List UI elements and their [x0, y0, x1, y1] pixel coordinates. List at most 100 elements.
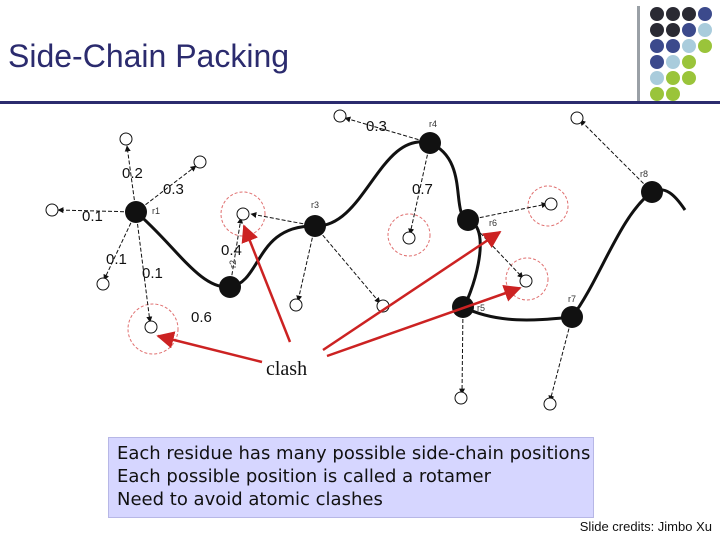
decor-dot [666, 87, 680, 101]
decor-dot [650, 87, 664, 101]
residue-node-r4 [419, 132, 441, 154]
residue-label: r1 [152, 206, 160, 216]
atom-circle [119, 132, 133, 146]
rotamer-arrow [250, 212, 316, 227]
rotamer-arrow [459, 306, 466, 395]
residue-node-r8 [641, 181, 663, 203]
clash-arrow [241, 224, 292, 343]
residue-label: r5 [477, 303, 485, 313]
rotamer-arrow [467, 219, 524, 279]
rotamer-arrow [408, 142, 431, 235]
rotamer-arrow [103, 211, 137, 281]
residue-label: r3 [311, 200, 319, 210]
atom-circle [333, 109, 347, 123]
probability-label: 0.3 [163, 181, 184, 198]
probability-label: 0.2 [122, 165, 143, 182]
decor-dot [650, 23, 664, 37]
decor-dot [682, 7, 696, 21]
rotamer-ring [220, 191, 266, 237]
residue-node-r1 [125, 201, 147, 223]
dot-row-1 [650, 7, 712, 21]
rotamer-ring [527, 185, 569, 227]
probability-label: 0.7 [412, 181, 433, 198]
decor-dot [650, 39, 664, 53]
clash-arrows [156, 224, 522, 364]
side-chain-diagram: r1 r2 r3 r4 r5 r6 r7 r8 0.3 0.2 0.3 0.7 … [45, 109, 687, 411]
residue-node-r2 [219, 276, 241, 298]
residue-nodes [125, 132, 663, 328]
rotamer-arrow [579, 119, 653, 193]
decor-dot [682, 23, 696, 37]
probability-label: 0.1 [82, 208, 103, 225]
rotamer-rings [127, 185, 569, 355]
atom-circle [544, 197, 558, 211]
decor-vertical-bar [637, 6, 640, 102]
clash-arrow [326, 284, 522, 358]
atom-circle [519, 274, 533, 288]
decor-dot [698, 23, 712, 37]
atom-circle [144, 320, 158, 334]
rotamer-arrow [124, 145, 137, 213]
probability-label: 0.1 [106, 251, 127, 268]
residue-node-r7 [561, 306, 583, 328]
residue-label: r4 [429, 119, 437, 129]
decor-dot [666, 7, 680, 21]
clash-label: clash [266, 358, 307, 380]
probability-label: 0.4 [221, 242, 242, 259]
decor-dot [650, 7, 664, 21]
atom-circle [96, 277, 110, 291]
atom-circle [289, 298, 303, 312]
probability-label: 0.1 [142, 265, 163, 282]
clash-arrow [156, 331, 263, 364]
probability-label: 0.6 [191, 309, 212, 326]
rotamer-arrow [135, 165, 197, 213]
dot-row-3 [650, 39, 712, 53]
rotamer-arrow [135, 211, 153, 323]
decor-dot [650, 71, 664, 85]
dot-row-5 [650, 71, 696, 85]
decor-dot-grid [650, 7, 712, 101]
dot-row-6 [650, 87, 680, 101]
bullet-box: Each residue has many possible side-chai… [108, 437, 594, 518]
residue-label: r8 [640, 169, 648, 179]
slide-credit: Slide credits: Jimbo Xu [579, 519, 712, 534]
clash-arrow [322, 230, 502, 352]
decor-dot [666, 71, 680, 85]
rotamer-arrow [296, 225, 316, 302]
rotamer-atoms [45, 109, 584, 411]
atom-circle [402, 231, 416, 245]
residue-label: r2 [228, 260, 238, 268]
dot-row-4 [650, 55, 696, 69]
rotamer-arrow [314, 225, 381, 304]
rotamer-arrow [57, 207, 137, 214]
dot-row-2 [650, 23, 712, 37]
decor-dot [698, 39, 712, 53]
rotamer-ring [505, 257, 549, 301]
rotamer-arrow [344, 116, 431, 144]
rotamer-arrow [467, 202, 548, 221]
atom-circle [570, 111, 584, 125]
residue-label: r7 [568, 294, 576, 304]
decor-dot [666, 39, 680, 53]
slide-title: Side-Chain Packing [8, 38, 290, 74]
probability-label: 0.3 [366, 118, 387, 135]
atom-circle [236, 207, 250, 221]
bullet-line: Each residue has many possible side-chai… [117, 443, 591, 464]
decor-dot [666, 55, 680, 69]
atom-circle [454, 391, 468, 405]
residue-label: r6 [489, 218, 497, 228]
decor-dot [682, 71, 696, 85]
title-underline [0, 101, 720, 104]
rotamer-ring [387, 213, 431, 257]
decor-dot [682, 39, 696, 53]
residue-node-r3 [304, 215, 326, 237]
rotamer-arrows [57, 116, 653, 402]
residue-node-r6 [457, 209, 479, 231]
atom-circle [45, 203, 59, 217]
decor-dot [666, 23, 680, 37]
decor-dot [650, 55, 664, 69]
protein-backbone [135, 140, 687, 322]
decor-dot [698, 7, 712, 21]
bullet-line: Need to avoid atomic clashes [117, 489, 383, 510]
rotamer-arrow [548, 316, 573, 402]
